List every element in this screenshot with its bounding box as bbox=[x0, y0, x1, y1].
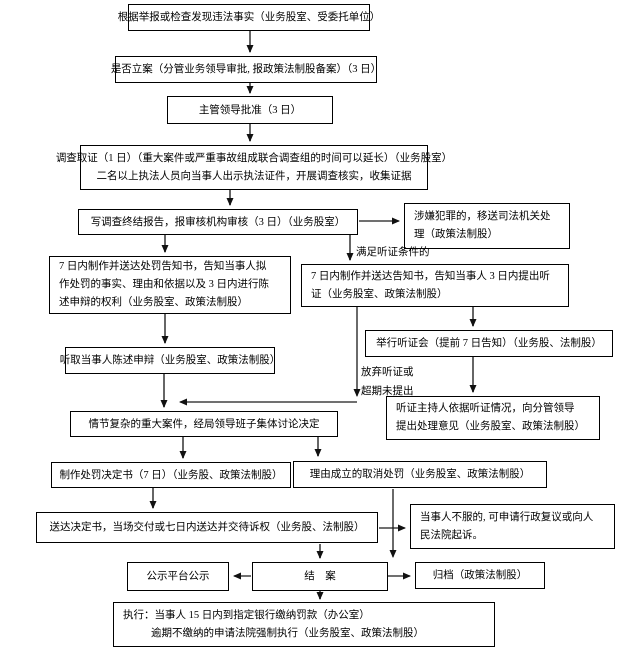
node-penalty-notice: 7 日内制作并送达处罚告知书，告知当事人拟 作处罚的事实、理由和依据以及 3 日… bbox=[49, 256, 291, 314]
node-text: 述申辩的权利（业务股室、政策法制股） bbox=[59, 297, 248, 308]
node-investigation: 调查取证（1 日）（重大案件或严重事故组成联合调查组的时间可以延长）（业务股室）… bbox=[56, 145, 452, 190]
node-text: 结 案 bbox=[304, 571, 336, 582]
node-leader-approval: 主管领导批准（3 日） bbox=[167, 96, 333, 124]
node-text: 作处罚的事实、理由和依据以及 3 日内进行陈 bbox=[59, 279, 269, 290]
node-case-filing: 是否立案（分管业务领导审批, 报政策法制股备案）（3 日） bbox=[111, 56, 381, 83]
node-statement-listen: 听取当事人陈述申辩（业务股室、政策法制股） bbox=[60, 347, 280, 374]
node-text: 当事人不服的, 可申请行政复议或向人 bbox=[420, 511, 594, 523]
node-text: 理（政策法制股） bbox=[414, 229, 498, 240]
node-text: 公示平台公示 bbox=[146, 571, 210, 582]
node-case-close: 结 案 bbox=[252, 562, 388, 591]
node-text: 主管领导批准（3 日） bbox=[198, 104, 302, 116]
label-waive-hearing-line1: 放弃听证或 bbox=[361, 367, 414, 378]
node-deliver-decision: 送达决定书，当场交付或七日内送达并交待诉权（业务股、法制股） bbox=[36, 512, 378, 543]
label-hearing-condition: 满足听证条件的 bbox=[356, 247, 430, 258]
node-text: 举行听证会（提前 7 日告知）（业务股、法制股） bbox=[376, 338, 602, 349]
node-text: 7 日内制作并送达告知书，告知当事人 3 日内提出听 bbox=[311, 270, 550, 282]
node-text: 证（业务股室、政策法制股） bbox=[311, 288, 448, 300]
node-text: 执行：当事人 15 日内到指定银行缴纳罚款（办公室） bbox=[123, 609, 370, 621]
node-text: 情节复杂的重大案件，经局领导班子集体讨论决定 bbox=[88, 418, 320, 430]
node-text: 送达决定书，当场交付或七日内送达并交待诉权（业务股、法制股） bbox=[49, 522, 365, 533]
node-text: 理由成立的取消处罚（业务股室、政策法制股） bbox=[309, 469, 531, 480]
node-text: 民法院起诉。 bbox=[420, 529, 483, 541]
node-text: 听取当事人陈述申辩（业务股室、政策法制股） bbox=[59, 355, 281, 366]
node-publicity: 公示平台公示 bbox=[127, 562, 229, 591]
node-text: 涉嫌犯罪的，移送司法机关处 bbox=[414, 211, 551, 222]
node-text: 提出处理意见（业务股室、政策法制股） bbox=[396, 421, 585, 432]
node-archive: 归档（政策法制股） bbox=[415, 562, 545, 589]
node-text: 制作处罚决定书（7 日）（业务股、政策法制股） bbox=[59, 469, 283, 481]
node-text: 归档（政策法制股） bbox=[432, 570, 528, 581]
label-waive-hearing-line2: 超期未提出 bbox=[361, 386, 414, 397]
node-text: 调查取证（1 日）（重大案件或严重事故组成联合调查组的时间可以延长）（业务股室） bbox=[55, 152, 453, 164]
node-text: 是否立案（分管业务领导审批, 报政策法制股备案）（3 日） bbox=[110, 64, 382, 75]
node-text: 7 日内制作并送达处罚告知书，告知当事人拟 bbox=[59, 261, 267, 272]
node-hearing-meeting: 举行听证会（提前 7 日告知）（业务股、法制股） bbox=[365, 330, 613, 357]
node-final-report: 写调查终结报告，报审核机构审核（3 日）（业务股室） bbox=[78, 209, 358, 235]
node-text: 写调查终结报告，报审核机构审核（3 日）（业务股室） bbox=[90, 216, 346, 228]
node-text: 二名以上执法人员向当事人出示执法证件，开展调查核实，收集证据 bbox=[96, 170, 412, 182]
node-criminal-transfer: 涉嫌犯罪的，移送司法机关处 理（政策法制股） bbox=[404, 203, 570, 249]
node-text: 听证主持人依据听证情况，向分管领导 bbox=[396, 403, 575, 414]
node-report-discovery: 根据举报或检查发现违法事实（业务股室、受委托单位） bbox=[118, 4, 380, 31]
node-execution: 执行：当事人 15 日内到指定银行缴纳罚款（办公室） 逾期不缴纳的申请法院强制执… bbox=[113, 602, 495, 647]
node-dissent-appeal: 当事人不服的, 可申请行政复议或向人 民法院起诉。 bbox=[410, 504, 615, 549]
node-text: 根据举报或检查发现违法事实（业务股室、受委托单位） bbox=[117, 12, 381, 23]
node-hearing-notice: 7 日内制作并送达告知书，告知当事人 3 日内提出听 证（业务股室、政策法制股） bbox=[301, 264, 569, 307]
node-cancel-penalty: 理由成立的取消处罚（业务股室、政策法制股） bbox=[293, 461, 547, 488]
node-penalty-decision: 制作处罚决定书（7 日）（业务股、政策法制股） bbox=[51, 462, 291, 488]
node-hearing-host: 听证主持人依据听证情况，向分管领导 提出处理意见（业务股室、政策法制股） bbox=[386, 396, 600, 440]
node-text: 逾期不缴纳的申请法院强制执行（业务股室、政策法制股） bbox=[151, 627, 424, 639]
node-major-case: 情节复杂的重大案件，经局领导班子集体讨论决定 bbox=[70, 411, 338, 437]
